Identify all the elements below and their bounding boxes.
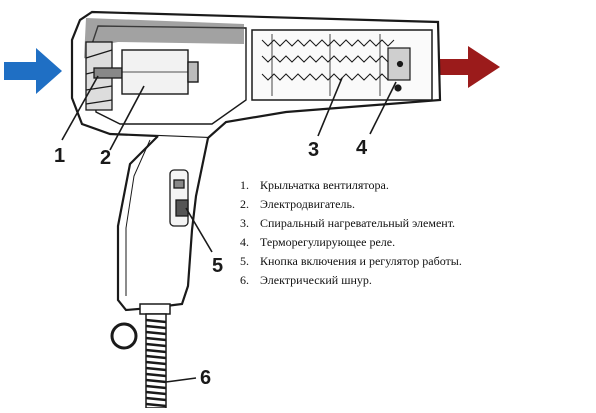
legend-number: 3. <box>240 216 249 230</box>
legend-item: 3. Спиральный нагревательный элемент. <box>240 214 462 233</box>
cord-rib <box>145 384 167 390</box>
legend-number: 6. <box>240 273 249 287</box>
dryer-wall-shading <box>84 18 244 60</box>
legend-number: 1. <box>240 178 249 192</box>
hanging-ring <box>110 322 138 350</box>
cord-rib <box>145 378 167 384</box>
legend-text: Электрический шнур. <box>260 273 372 287</box>
cord-rib <box>145 318 167 324</box>
thermostat-relay <box>387 47 411 92</box>
legend-item: 5. Кнопка включения и регулятор работы. <box>240 252 462 271</box>
cord-rib <box>145 402 167 408</box>
power-switch <box>169 169 189 227</box>
cord-rib <box>145 396 167 402</box>
leader-lines <box>61 75 397 383</box>
legend-number: 5. <box>240 254 249 268</box>
cord-rib <box>145 336 167 342</box>
legend-list: 1. Крыльчатка вентилятора. 2. Электродвига… <box>240 176 462 290</box>
legend-item: 6. Электрический шнур. <box>240 271 462 290</box>
cord-plate <box>139 303 171 315</box>
air-outlet-arrow <box>440 46 500 88</box>
cord-rib <box>145 372 167 378</box>
fan-impeller <box>85 41 123 111</box>
legend-text: Крыльчатка вентилятора. <box>260 178 389 192</box>
callout-3: 3 <box>308 139 320 161</box>
dryer-handle-inner <box>125 139 151 296</box>
callout-1: 1 <box>54 145 66 167</box>
cord-rib <box>145 366 167 372</box>
cord-rib <box>145 324 167 330</box>
cord-rib <box>145 342 167 348</box>
callout-4: 4 <box>356 137 368 159</box>
legend-item: 4. Терморегулирующее реле. <box>240 233 462 252</box>
callout-5: 5 <box>212 255 224 277</box>
cord-rib <box>145 390 167 396</box>
legend-item: 2. Электродвигатель. <box>240 195 462 214</box>
callout-6: 6 <box>200 367 212 389</box>
callout-2: 2 <box>100 147 112 169</box>
cord-rib <box>145 354 167 360</box>
legend-text: Кнопка включения и регулятор работы. <box>260 254 462 268</box>
air-inlet-arrow <box>4 48 62 94</box>
electric-motor <box>121 49 199 95</box>
legend-number: 2. <box>240 197 249 211</box>
cord-rib <box>145 330 167 336</box>
legend-text: Электродвигатель. <box>260 197 355 211</box>
cord-rib <box>145 348 167 354</box>
power-cord <box>145 313 167 409</box>
legend-item: 1. Крыльчатка вентилятора. <box>240 176 462 195</box>
legend-text: Спиральный нагревательный элемент. <box>260 216 456 230</box>
cord-rib <box>145 360 167 366</box>
legend-number: 4. <box>240 235 249 249</box>
legend-text: Терморегулирующее реле. <box>260 235 396 249</box>
